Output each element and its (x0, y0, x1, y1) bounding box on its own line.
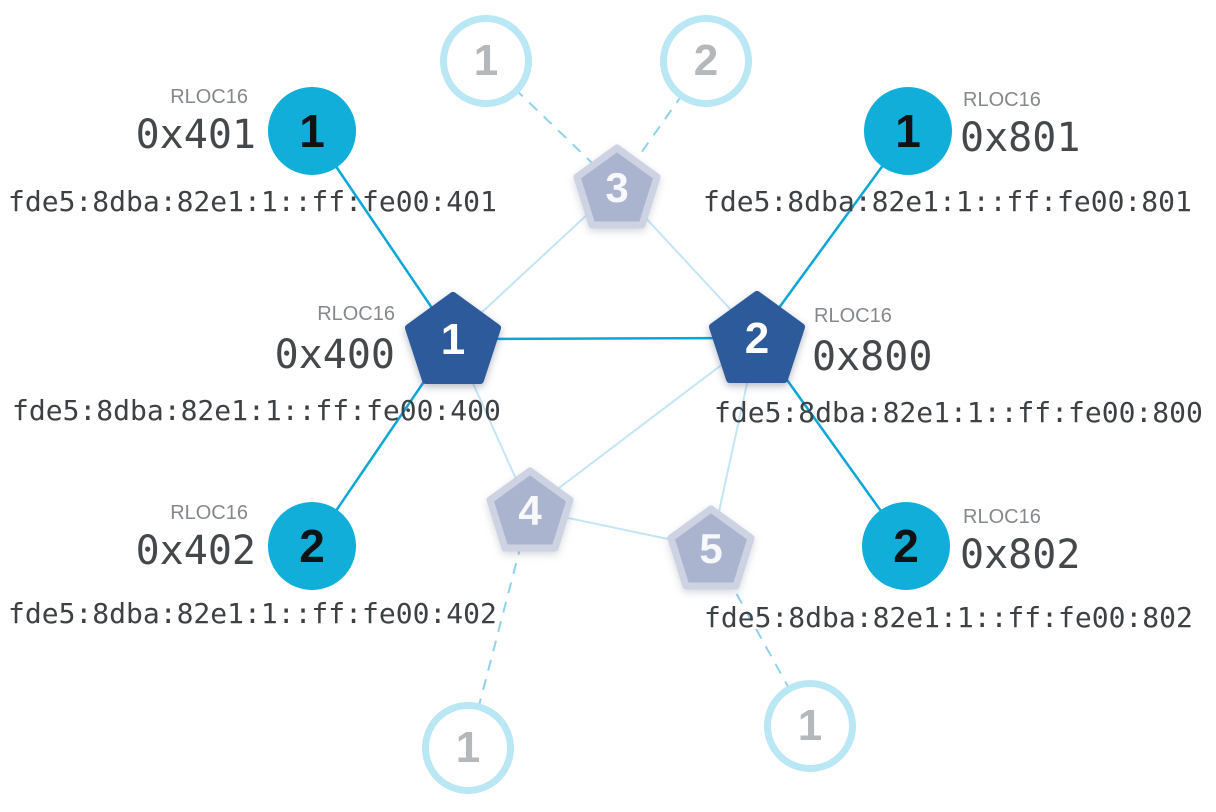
rloc16-value: 0x802 (960, 532, 1081, 578)
router-number: 1 (441, 315, 465, 364)
rloc16-value: 0x401 (135, 112, 256, 158)
faded-child-node-bottom-right[interactable]: 1 (764, 680, 856, 772)
rloc16-value: 0x402 (135, 528, 256, 574)
router-pentagon-shape (573, 144, 661, 229)
router-node-0x400[interactable]: 1 (403, 291, 503, 387)
rloc16-label: RLOC16 (963, 506, 1041, 528)
ipv6-address: fde5:8dba:82e1:1::ff:fe00:800 (714, 396, 1203, 429)
faded-router-node-5[interactable]: 5 (665, 504, 757, 592)
ipv6-address: fde5:8dba:82e1:1::ff:fe00:801 (703, 185, 1192, 218)
faded-router-node-4[interactable]: 4 (484, 466, 576, 554)
router-pentagon-shape (709, 291, 805, 383)
link-router-router_1-router_2 (452, 336, 758, 341)
router-pentagon-shape (667, 505, 755, 590)
faded-child-node-top-1[interactable]: 1 (440, 15, 532, 107)
rloc16-label: RLOC16 (814, 305, 892, 327)
rloc16-value: 0x800 (812, 334, 933, 380)
router-number: 5 (699, 525, 722, 572)
router-pentagon-shape (486, 467, 574, 552)
child-node-0x802[interactable]: 2 (862, 502, 950, 590)
child-node-0x801[interactable]: 1 (864, 87, 952, 175)
ipv6-address: fde5:8dba:82e1:1::ff:fe00:401 (8, 185, 497, 218)
child-node-0x402[interactable]: 2 (268, 502, 356, 590)
rloc16-label: RLOC16 (963, 89, 1041, 111)
rloc16-label: RLOC16 (170, 86, 248, 108)
rloc16-label: RLOC16 (317, 303, 395, 325)
rloc16-value: 0x801 (960, 115, 1081, 161)
faded-child-node-top-2[interactable]: 2 (660, 15, 752, 107)
router-number: 4 (518, 487, 542, 534)
ipv6-address: fde5:8dba:82e1:1::ff:fe00:402 (8, 597, 497, 630)
router-number: 2 (745, 314, 769, 363)
ipv6-address: fde5:8dba:82e1:1::ff:fe00:400 (12, 394, 501, 427)
ipv6-address: fde5:8dba:82e1:1::ff:fe00:802 (704, 601, 1193, 634)
rloc16-value: 0x400 (274, 332, 395, 378)
link-mesh-router_2-faded_router_4 (529, 337, 758, 511)
faded-child-node-bottom-left[interactable]: 1 (422, 702, 514, 794)
router-pentagon-shape (405, 292, 501, 384)
rloc16-label: RLOC16 (170, 502, 248, 524)
child-node-0x401[interactable]: 1 (268, 87, 356, 175)
router-number: 3 (605, 164, 628, 211)
faded-router-node-3[interactable]: 3 (571, 143, 663, 231)
router-node-0x800[interactable]: 2 (707, 290, 807, 386)
